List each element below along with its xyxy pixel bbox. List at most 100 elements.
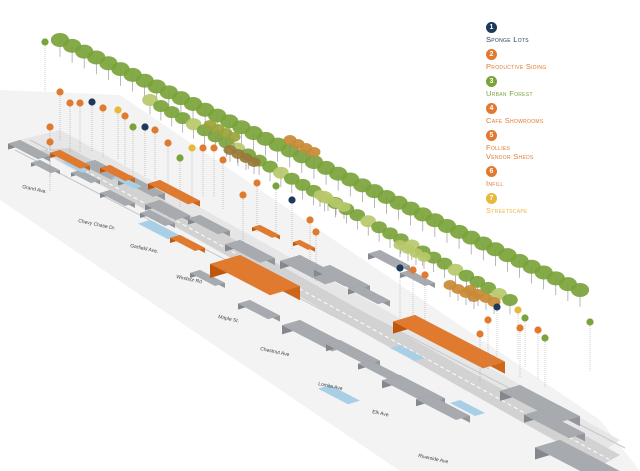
marker-dot: [46, 123, 54, 131]
building-4-roof: [145, 200, 190, 221]
legend-number-badge: 1: [486, 22, 497, 33]
marker-pin-11: [151, 126, 159, 180]
tree-canopy: [153, 100, 169, 113]
marker-pin-4: [88, 98, 96, 152]
orange-block-3: [50, 150, 90, 171]
marker-dot: [493, 303, 501, 311]
marker-dot: [484, 316, 492, 324]
tree-72: [447, 263, 464, 285]
sponge-lots-layer: [62, 160, 485, 416]
marker-pin-19: [253, 179, 261, 233]
building-24-roof: [368, 250, 410, 270]
marker-pin-2: [66, 99, 74, 153]
building-5: [188, 215, 230, 237]
tree-65: [371, 221, 387, 242]
orange-block-7: [293, 240, 315, 252]
tree-89: [337, 202, 351, 219]
marker-dot: [141, 123, 149, 131]
tree-63: [349, 209, 366, 230]
building-25-roof: [400, 270, 435, 286]
tree-43: [570, 283, 590, 307]
marker-dot: [421, 271, 429, 279]
legend-label: Streetscape: [486, 206, 528, 215]
orange-block-4: [100, 165, 135, 183]
marker-dot: [76, 99, 84, 107]
marker-pin-3: [76, 99, 84, 153]
tree-canopy: [227, 132, 241, 142]
marker-pin-33: [586, 318, 594, 372]
legend-label: Infill: [486, 179, 504, 188]
marker-pin-18: [239, 191, 247, 245]
marker-pin-16: [210, 144, 218, 198]
marker-pin-7: [121, 112, 129, 166]
tree-66: [382, 227, 398, 248]
marker-dot: [253, 179, 261, 187]
tree-canopy: [360, 215, 376, 228]
legend-number-badge: 4: [486, 103, 497, 114]
orange-block-0-roof: [210, 255, 300, 296]
tree-55: [262, 160, 278, 182]
tree-canopy: [294, 178, 311, 191]
tree-47: [174, 112, 191, 133]
orange-block-6: [252, 225, 280, 240]
tree-58: [294, 178, 311, 200]
building-9: [348, 285, 390, 307]
street-label-garfield: Garfield Ave.: [130, 243, 159, 255]
building-11-roof: [326, 340, 380, 365]
marker-dot: [272, 182, 280, 190]
building-18: [238, 300, 280, 322]
marker-pin-5: [99, 104, 107, 158]
marker-pin-22: [306, 216, 314, 270]
marker-pin-36: [46, 138, 54, 192]
marker-pin-0: [41, 38, 49, 92]
productive-siding-layer: [50, 150, 505, 374]
marker-dot: [121, 112, 129, 120]
sponge-lot-2: [390, 345, 425, 361]
building-22: [71, 170, 100, 185]
building-15: [500, 385, 580, 427]
orange-block-7-roof: [293, 240, 315, 250]
building-12-roof: [358, 360, 400, 380]
marker-pin-30: [476, 330, 484, 384]
tree-canopy: [425, 251, 442, 264]
legend-number-badge: 5: [486, 130, 497, 141]
street-label-maple: Maple St.: [218, 314, 240, 324]
tree-canopy: [480, 281, 496, 294]
marker-dot: [164, 139, 172, 147]
marker-pin-25: [409, 266, 417, 320]
marker-dot: [476, 330, 484, 338]
orange-block-0: [210, 255, 300, 301]
tree-canopy: [436, 257, 453, 270]
building-0-roof: [8, 140, 50, 160]
orange-block-4-roof: [100, 165, 135, 181]
sponge-lot-5: [112, 175, 142, 189]
tree-canopy: [447, 263, 464, 276]
marker-pin-1: [56, 88, 64, 142]
marker-dot: [312, 228, 320, 236]
marker-dot: [219, 156, 227, 164]
building-6: [225, 240, 275, 266]
marker-pin-27: [514, 306, 522, 360]
marker-dot: [534, 326, 542, 334]
orange-block-5: [170, 235, 205, 253]
marker-dot: [151, 126, 159, 134]
tree-canopy: [247, 157, 261, 167]
marker-dot: [114, 106, 122, 114]
legend-label: Productive Siding: [486, 62, 547, 71]
marker-pin-32: [534, 326, 542, 380]
building-18-roof: [238, 300, 280, 320]
building-21: [140, 210, 175, 228]
marker-dot: [521, 314, 529, 322]
tree-canopy: [307, 147, 321, 157]
building-23-roof: [31, 160, 60, 174]
tree-canopy: [491, 287, 507, 300]
tree-canopy: [142, 94, 158, 106]
street-label-grand: Grand Ave.: [22, 184, 48, 195]
marker-pin-17: [219, 156, 227, 210]
building-14: [416, 395, 470, 423]
marker-dot: [306, 216, 314, 224]
